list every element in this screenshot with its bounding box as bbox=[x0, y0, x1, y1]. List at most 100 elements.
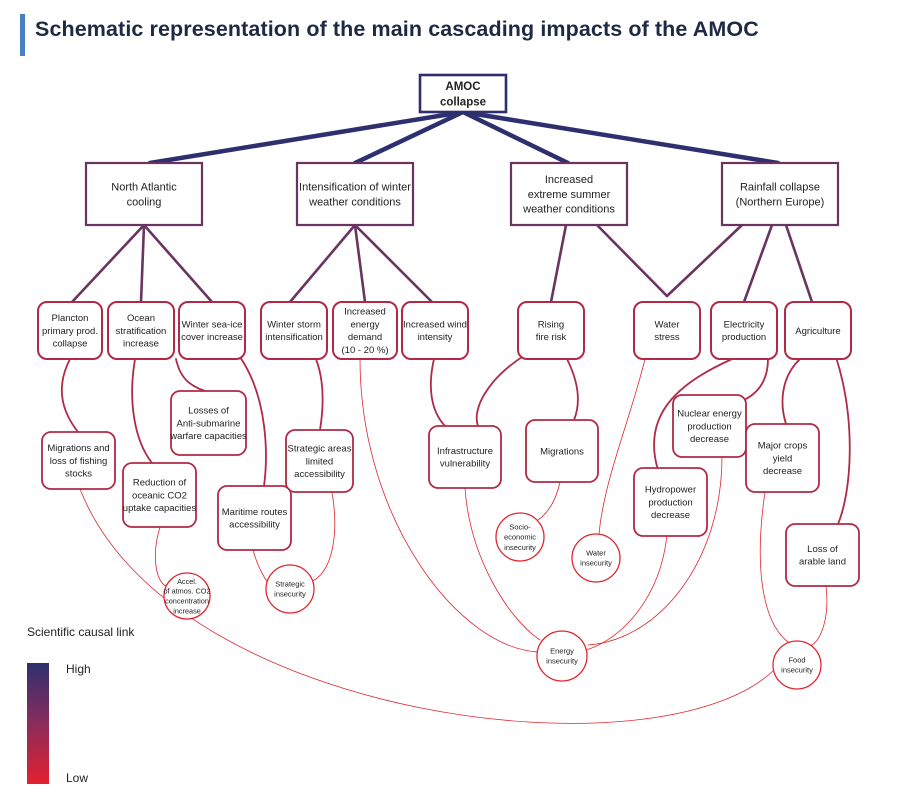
node-label: weather conditions bbox=[308, 196, 401, 208]
node-box bbox=[720, 161, 840, 227]
node-arable-land: Loss of arable land bbox=[785, 523, 860, 587]
node-label: insecurity bbox=[546, 657, 578, 666]
node-label: Reduction of bbox=[133, 478, 187, 489]
node-label: decrease bbox=[763, 466, 802, 477]
causal-link bbox=[475, 354, 526, 427]
causal-link bbox=[781, 358, 801, 425]
node-label: Plancton bbox=[52, 313, 89, 324]
causal-link bbox=[131, 358, 153, 464]
node-label: Increased bbox=[545, 174, 593, 186]
causal-link bbox=[549, 223, 568, 304]
node-label: Strategic bbox=[275, 580, 305, 589]
node-label: warfare capacities bbox=[169, 431, 247, 442]
node-label: yield bbox=[773, 453, 793, 464]
node-label: loss of fishing bbox=[50, 456, 108, 467]
node-box bbox=[285, 429, 354, 493]
node-label: arable land bbox=[799, 557, 846, 568]
title-accent-bar bbox=[20, 14, 25, 56]
causal-link bbox=[359, 358, 541, 653]
node-label: stocks bbox=[65, 469, 92, 480]
legend: Scientific causal link High Low bbox=[27, 625, 135, 785]
node-label: Rainfall collapse bbox=[740, 181, 820, 193]
node-circle bbox=[163, 572, 211, 620]
node-label: Water bbox=[586, 549, 606, 558]
node-box bbox=[41, 431, 116, 490]
node-label: insecurity bbox=[580, 559, 612, 568]
node-box bbox=[633, 467, 708, 537]
node-north-atlantic: North Atlantic cooling bbox=[84, 161, 204, 227]
causal-link bbox=[653, 358, 733, 471]
node-box bbox=[122, 462, 197, 528]
node-box bbox=[672, 394, 747, 458]
node-label: Loss of bbox=[807, 544, 838, 555]
legend-high-label: High bbox=[66, 662, 91, 676]
causal-link bbox=[587, 456, 723, 646]
node-box bbox=[332, 301, 398, 360]
node-label: (Northern Europe) bbox=[736, 196, 825, 208]
node-label: Increased bbox=[344, 307, 386, 318]
causal-link bbox=[309, 491, 336, 583]
node-label: Agriculture bbox=[795, 326, 840, 337]
node-label: accessibility bbox=[294, 469, 345, 480]
node-label: AMOC bbox=[445, 81, 480, 93]
node-label: primary prod. bbox=[42, 326, 98, 337]
causal-link bbox=[811, 585, 828, 646]
node-label: increase bbox=[173, 606, 201, 615]
causal-link bbox=[595, 223, 669, 298]
node-label: extreme summer bbox=[528, 189, 611, 201]
node-label: Winter storm bbox=[267, 319, 321, 330]
node-migrations: Migrations bbox=[525, 419, 599, 483]
node-circle bbox=[571, 533, 621, 583]
node-label: Ocean bbox=[127, 313, 155, 324]
causal-link bbox=[79, 488, 775, 724]
node-label: Migrations bbox=[540, 446, 584, 457]
node-label: intensification bbox=[265, 332, 323, 343]
node-label: collapse bbox=[53, 339, 88, 350]
node-label: insecurity bbox=[504, 543, 536, 552]
node-box bbox=[418, 73, 508, 114]
causal-link bbox=[60, 358, 79, 433]
causal-link bbox=[154, 526, 168, 587]
causal-link bbox=[585, 534, 668, 651]
node-box bbox=[295, 161, 415, 227]
node-label: Winter sea-ice bbox=[182, 319, 243, 330]
node-box bbox=[784, 301, 852, 360]
node-label: Food bbox=[788, 656, 805, 665]
causal-link bbox=[460, 109, 571, 166]
node-label: Infrastructure bbox=[437, 446, 493, 457]
legend-title: Scientific causal link bbox=[27, 625, 135, 639]
causal-link bbox=[566, 358, 579, 421]
node-label: accessibility bbox=[229, 520, 280, 531]
node-box bbox=[178, 301, 246, 360]
node-box bbox=[525, 419, 599, 483]
node-label: concentration bbox=[165, 596, 209, 605]
diagram-title: Schematic representation of the main cas… bbox=[35, 17, 759, 41]
node-label: Energy bbox=[550, 647, 574, 656]
node-label: Nuclear energy bbox=[677, 409, 742, 420]
node-label: Anti-submarine bbox=[177, 418, 241, 429]
node-label: production bbox=[722, 332, 766, 343]
causal-link bbox=[598, 358, 646, 535]
node-label: Losses of bbox=[188, 406, 229, 417]
node-label: North Atlantic bbox=[111, 181, 177, 193]
legend-low-label: Low bbox=[66, 771, 88, 785]
node-label: production bbox=[687, 421, 731, 432]
node-box bbox=[260, 301, 328, 360]
causal-link bbox=[464, 487, 541, 641]
node-label: intensity bbox=[418, 332, 453, 343]
node-label: stratification bbox=[116, 326, 167, 337]
causal-link bbox=[665, 223, 744, 298]
node-label: Migrations and bbox=[47, 443, 109, 454]
node-label: stress bbox=[654, 332, 680, 343]
causal-link bbox=[835, 356, 851, 525]
causal-link bbox=[315, 358, 324, 431]
node-label: cooling bbox=[127, 196, 162, 208]
causal-link bbox=[742, 223, 774, 304]
node-box bbox=[401, 301, 469, 360]
